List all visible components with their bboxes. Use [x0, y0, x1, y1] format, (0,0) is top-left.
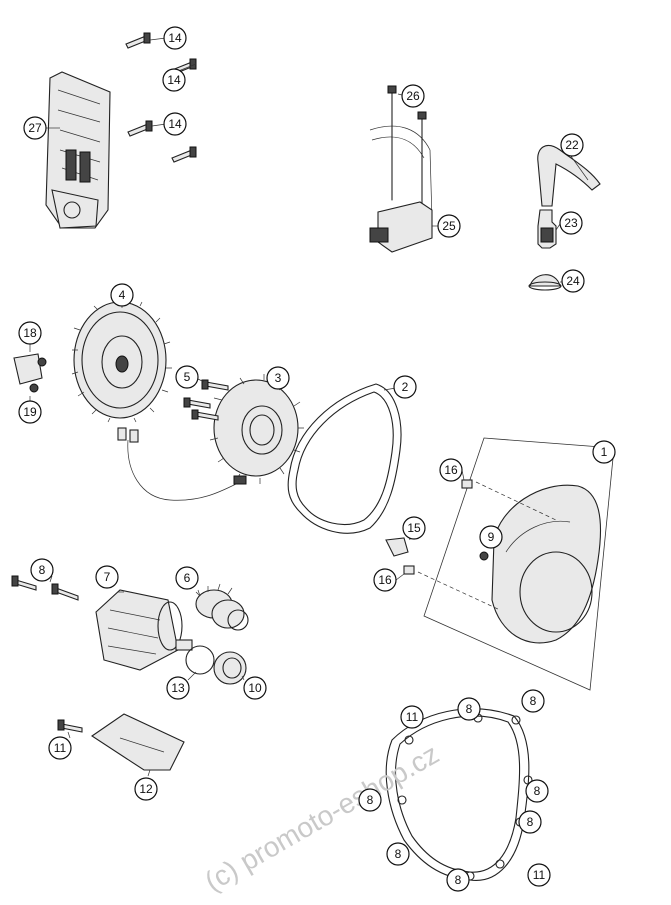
- callout-16-a: 16: [439, 458, 463, 482]
- spark-plug-assembly: [528, 145, 601, 291]
- svg-text:8: 8: [367, 793, 374, 807]
- callout-8-gasket-a: 8: [457, 697, 481, 721]
- callout-22: 22: [560, 133, 584, 157]
- svg-text:1: 1: [601, 445, 608, 459]
- starter-guard: [57, 713, 185, 771]
- callout-13: 13: [166, 676, 190, 700]
- callout-8-gasket-g: 8: [446, 868, 470, 892]
- callout-15: 15: [402, 516, 426, 540]
- callout-7: 7: [95, 565, 119, 589]
- callout-8-gasket-d: 8: [358, 788, 382, 812]
- svg-text:23: 23: [564, 216, 578, 230]
- ignition-coil: [369, 85, 433, 253]
- callout-11-gasket-a: 11: [400, 705, 424, 729]
- svg-text:10: 10: [248, 681, 262, 695]
- svg-text:14: 14: [167, 73, 181, 87]
- clutch-cover-gasket: [385, 708, 533, 881]
- callout-11-guard: 11: [48, 736, 72, 760]
- callout-2: 2: [393, 375, 417, 399]
- svg-text:27: 27: [28, 121, 42, 135]
- svg-text:2: 2: [402, 380, 409, 394]
- svg-text:7: 7: [104, 570, 111, 584]
- starter-motor: [95, 589, 193, 671]
- callout-11-gasket-b: 11: [527, 863, 551, 887]
- svg-text:12: 12: [139, 782, 153, 796]
- watermark-text: (c) promoto-eshop.cz: [200, 738, 445, 897]
- callout-4: 4: [110, 283, 134, 307]
- svg-text:3: 3: [275, 371, 282, 385]
- svg-text:15: 15: [407, 521, 421, 535]
- svg-text:8: 8: [39, 563, 46, 577]
- cover-gasket: [287, 383, 402, 534]
- callout-1: 1: [592, 440, 616, 464]
- svg-text:8: 8: [534, 784, 541, 798]
- callout-23: 23: [559, 211, 583, 235]
- callout-24: 24: [561, 269, 585, 293]
- callout-26: 26: [401, 84, 425, 108]
- bolt-group-8-starter: [11, 575, 79, 601]
- svg-text:19: 19: [23, 405, 37, 419]
- svg-text:8: 8: [527, 815, 534, 829]
- callout-5: 5: [175, 365, 199, 389]
- callout-14-a: 14: [163, 26, 187, 50]
- callout-16-b: 16: [373, 568, 397, 592]
- stator: [117, 374, 304, 501]
- svg-text:24: 24: [566, 274, 580, 288]
- callout-8-gasket-f: 8: [386, 842, 410, 866]
- svg-text:11: 11: [533, 868, 546, 882]
- svg-text:5: 5: [184, 370, 191, 384]
- flywheel: [71, 298, 172, 423]
- svg-text:8: 8: [455, 873, 462, 887]
- svg-text:4: 4: [119, 288, 126, 302]
- svg-text:8: 8: [466, 702, 473, 716]
- o-ring: [185, 645, 215, 675]
- svg-text:9: 9: [488, 530, 495, 544]
- svg-text:11: 11: [406, 710, 419, 724]
- callout-9: 9: [479, 525, 503, 549]
- starter-drive: [195, 583, 249, 631]
- callout-14-b: 14: [162, 68, 186, 92]
- svg-text:26: 26: [406, 89, 420, 103]
- svg-text:14: 14: [168, 117, 182, 131]
- ignition-cover: [385, 437, 615, 691]
- callout-27: 27: [23, 116, 47, 140]
- callout-14-c: 14: [163, 112, 187, 136]
- callout-18: 18: [18, 321, 42, 345]
- svg-text:14: 14: [168, 31, 182, 45]
- callout-19: 19: [18, 400, 42, 424]
- bushing: [213, 651, 247, 685]
- svg-text:25: 25: [442, 219, 456, 233]
- bolt-group-14: [125, 32, 197, 163]
- svg-text:6: 6: [184, 571, 191, 585]
- svg-text:8: 8: [395, 847, 402, 861]
- ignition-control-module: [45, 71, 111, 229]
- callout-3: 3: [266, 366, 290, 390]
- svg-text:13: 13: [171, 681, 185, 695]
- svg-text:16: 16: [444, 463, 458, 477]
- bolt-group-5: [183, 379, 229, 421]
- svg-text:8: 8: [530, 694, 537, 708]
- pickup-sensor: [13, 353, 47, 393]
- callout-10: 10: [243, 676, 267, 700]
- callout-12: 12: [134, 777, 158, 801]
- svg-text:16: 16: [378, 573, 392, 587]
- callout-8-gasket-e: 8: [518, 810, 542, 834]
- svg-text:18: 18: [23, 326, 37, 340]
- callout-8-starter: 8: [30, 558, 54, 582]
- svg-text:22: 22: [565, 138, 579, 152]
- callout-8-gasket-c: 8: [525, 779, 549, 803]
- callout-25: 25: [437, 214, 461, 238]
- callout-8-gasket-b: 8: [521, 689, 545, 713]
- callout-6: 6: [175, 566, 199, 590]
- svg-text:11: 11: [54, 741, 67, 755]
